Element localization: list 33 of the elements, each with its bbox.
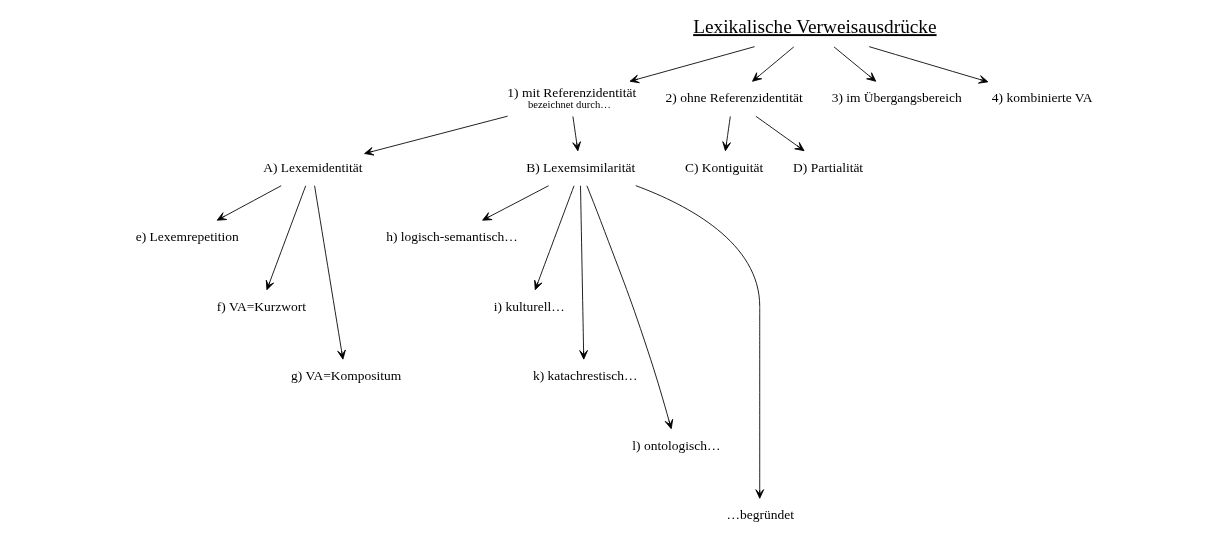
arrow xyxy=(534,185,575,291)
node-text: B) Lexemsimilarität xyxy=(526,159,636,175)
arrow xyxy=(216,185,282,221)
arrow xyxy=(572,116,581,152)
node-text: h) logisch-semantisch… xyxy=(386,229,518,245)
node-text: A) Lexemidentität xyxy=(263,159,363,175)
node-text: f) VA=Kurzwort xyxy=(216,298,307,314)
node-text: 3) im Übergangsbereich xyxy=(831,90,962,106)
node-text: Lexikalische Verweisausdrücke xyxy=(693,16,937,38)
node-text: C) Kontiguität xyxy=(684,159,764,175)
arrow xyxy=(629,46,756,84)
node-text: 4) kombinierte VA xyxy=(991,90,1093,106)
arrow xyxy=(833,46,877,82)
node-text: l) ontologisch… xyxy=(632,437,721,453)
arrow xyxy=(868,46,989,84)
arrow xyxy=(722,116,731,152)
arrow xyxy=(265,185,307,291)
arrow xyxy=(752,46,795,82)
arrow xyxy=(482,185,549,221)
arrow xyxy=(579,185,588,360)
arrow xyxy=(755,115,805,152)
node-text: 2) ohne Referenzidentität xyxy=(665,90,803,106)
node-text: k) katachrestisch… xyxy=(532,368,638,384)
arrow xyxy=(364,115,509,156)
arrow xyxy=(314,185,346,360)
node-text: D) Partialität xyxy=(793,159,864,175)
arrow xyxy=(586,185,674,430)
node-text: …begründet xyxy=(726,507,794,523)
node-text: g) VA=Kompositum xyxy=(291,368,402,384)
arrow xyxy=(635,185,765,499)
node-text: e) Lexemrepetition xyxy=(135,229,239,245)
node-text: i) kulturell… xyxy=(493,298,565,314)
node-text: 1) mit Referenzidentität bezeichnet durch… xyxy=(507,84,637,110)
